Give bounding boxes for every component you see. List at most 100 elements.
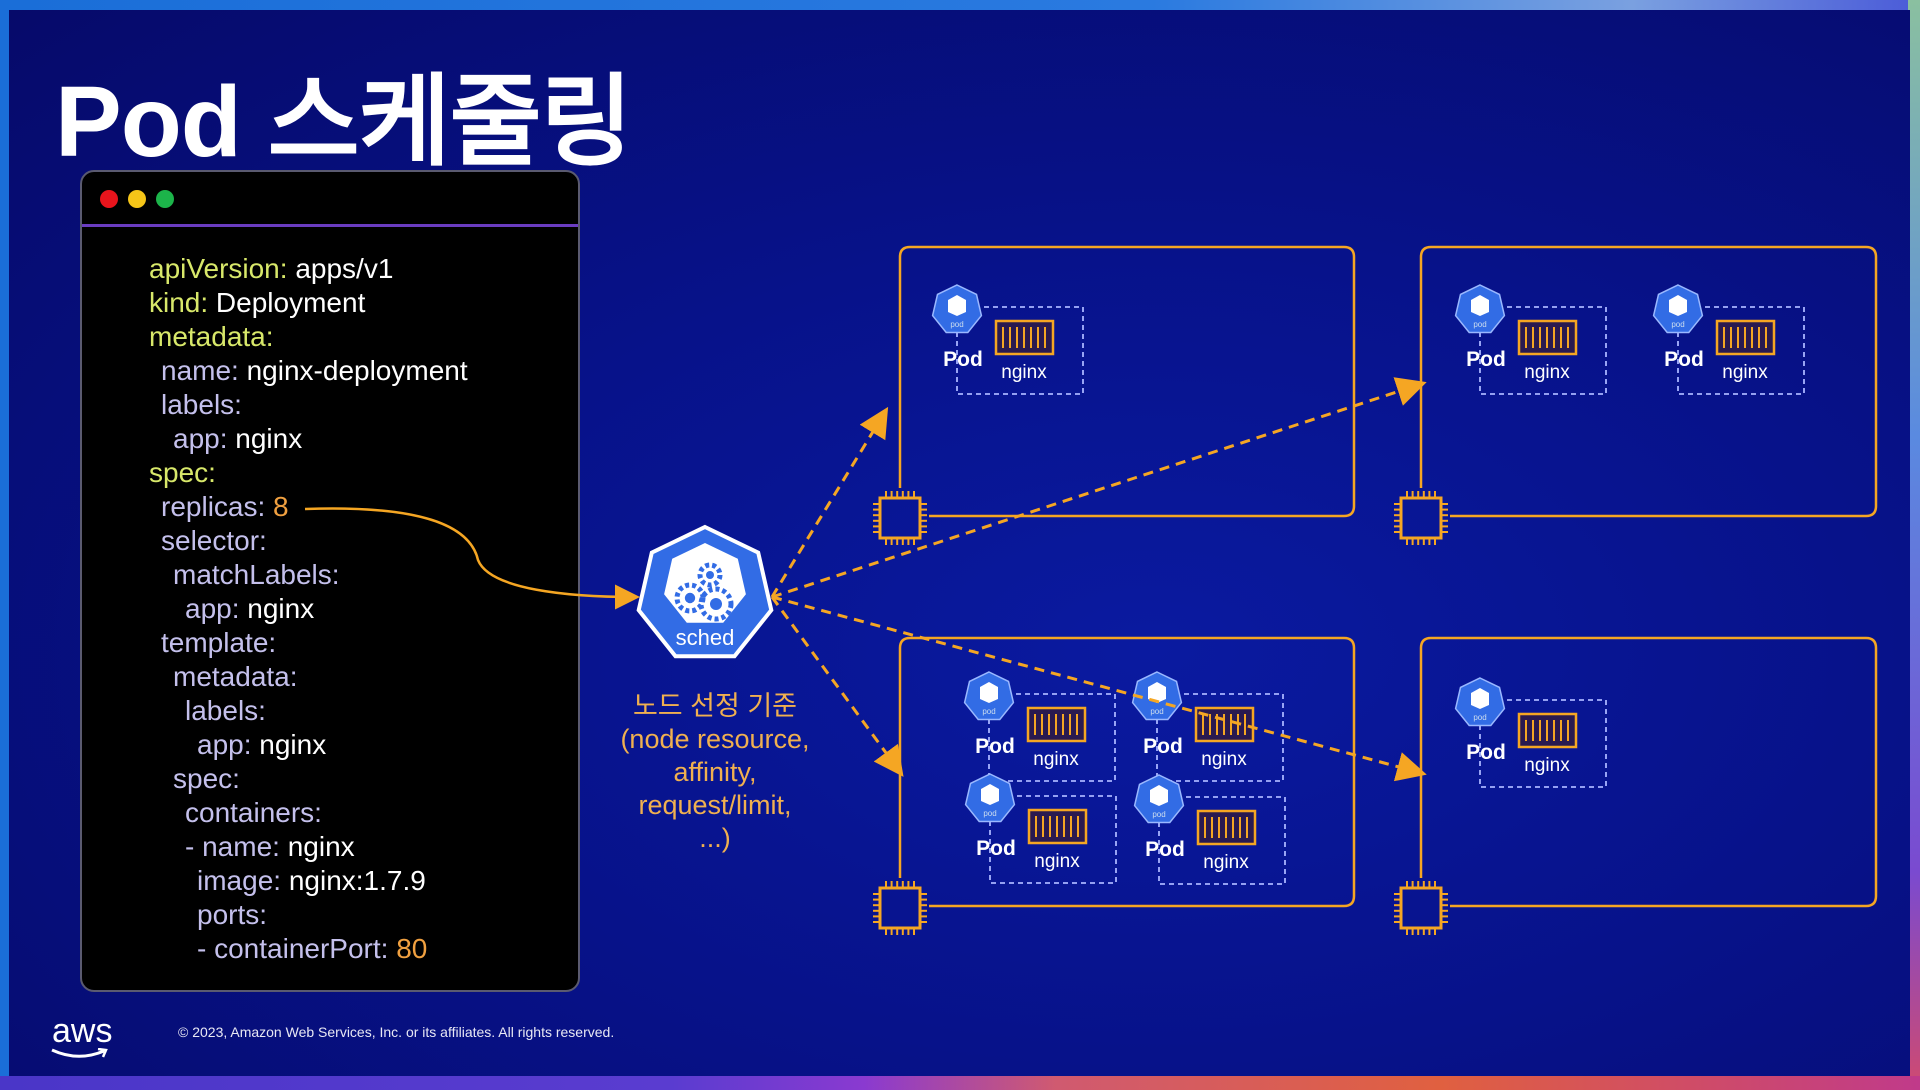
yaml-key: replicas: <box>161 491 266 522</box>
yaml-value: nginx:1.7.9 <box>281 865 426 896</box>
pod-icon-text: pod <box>1671 320 1684 329</box>
pod-label: Pod <box>1664 348 1704 371</box>
yaml-key: app: <box>173 423 228 454</box>
yaml-value: apps/v1 <box>287 253 394 284</box>
cube-icon <box>980 682 998 703</box>
pod-icon-text: pod <box>982 707 995 716</box>
pod-icon-text: pod <box>983 809 996 818</box>
pod-icon-text: pod <box>1152 810 1165 819</box>
code-line: labels: <box>149 388 468 422</box>
aws-logo-text: aws <box>52 1012 113 1050</box>
cube-icon <box>1150 785 1168 806</box>
code-line: app: nginx <box>149 728 468 762</box>
code-line: spec: <box>149 762 468 796</box>
gear-icon <box>674 582 706 614</box>
scheduler-icon: sched <box>636 524 774 659</box>
gear-hub <box>684 592 696 604</box>
yaml-key: labels: <box>161 389 242 420</box>
minimize-dot <box>128 190 146 208</box>
container-icon <box>1517 319 1578 356</box>
cube-icon <box>981 784 999 805</box>
pod-boundary <box>1479 699 1607 788</box>
container-label: nginx <box>1722 362 1768 383</box>
yaml-key: selector: <box>161 525 267 556</box>
node-border <box>898 245 1356 518</box>
window-titlebar <box>82 172 578 227</box>
replicas-arrow <box>304 507 640 610</box>
yaml-key: spec: <box>173 763 240 794</box>
gear-icon <box>697 562 723 588</box>
assignment-arrow <box>771 595 1427 782</box>
cube-icon <box>1148 682 1166 703</box>
code-line: spec: <box>149 456 468 490</box>
yaml-value: nginx <box>227 423 303 454</box>
code-line: name: nginx-deployment <box>149 354 468 388</box>
container-label: nginx <box>1203 852 1249 873</box>
yaml-key: labels: <box>185 695 266 726</box>
copyright: © 2023, Amazon Web Services, Inc. or its… <box>178 1024 615 1040</box>
yaml-key: kind: <box>149 287 209 318</box>
maximize-dot <box>156 190 174 208</box>
aws-smile-icon <box>51 1048 108 1058</box>
code-line: replicas: 8 <box>149 490 468 524</box>
code-line: matchLabels: <box>149 558 468 592</box>
ec2-chip-icon <box>1394 881 1448 935</box>
yaml-value: Deployment <box>208 287 366 318</box>
code-line: containers: <box>149 796 468 830</box>
code-line: labels: <box>149 694 468 728</box>
criteria-line: ...) <box>699 823 731 853</box>
pod-boundary <box>989 795 1117 884</box>
worker-node: podPodnginxpodPodnginxpodPodnginxpodPodn… <box>873 636 1356 935</box>
yaml-key: name: <box>161 355 239 386</box>
yaml-key: matchLabels: <box>173 559 340 590</box>
node-border <box>898 636 1356 908</box>
pod-label: Pod <box>976 837 1016 860</box>
selection-criteria: 노드 선정 기준 (node resource, affinity, reque… <box>600 690 830 855</box>
cube-icon <box>948 295 966 316</box>
chip-body <box>1399 886 1443 930</box>
container-label: nginx <box>1001 362 1047 383</box>
code-line: apiVersion: apps/v1 <box>149 252 468 286</box>
code-line: image: nginx:1.7.9 <box>149 864 468 898</box>
pod-icon-text: pod <box>950 320 963 329</box>
criteria-line: (node resource, <box>620 724 810 754</box>
code-line: app: nginx <box>149 422 468 456</box>
code-line: kind: Deployment <box>149 286 468 320</box>
code-line: app: nginx <box>149 592 468 626</box>
yaml-key: image: <box>197 865 282 896</box>
assignment-arrow <box>770 596 904 777</box>
pod-label: Pod <box>1466 741 1506 764</box>
yaml-key: spec: <box>149 457 216 488</box>
pod-icon-text: pod <box>1150 707 1163 716</box>
cube-icon <box>1471 688 1489 709</box>
pod-label: Pod <box>1145 838 1185 861</box>
assignment-arrow <box>771 377 1427 599</box>
ec2-chip-icon <box>873 881 927 935</box>
pod-icon-text: pod <box>1473 320 1486 329</box>
code-line: selector: <box>149 524 468 558</box>
gear-hub <box>710 598 722 610</box>
code-line: metadata: <box>149 320 468 354</box>
code-line: metadata: <box>149 660 468 694</box>
yaml-value: nginx-deployment <box>238 355 468 386</box>
yaml-value: nginx <box>251 729 327 760</box>
frame-edge <box>0 1076 1920 1090</box>
node-border <box>1419 636 1878 908</box>
yaml-key: app: <box>185 593 240 624</box>
code-line: - name: nginx <box>149 830 468 864</box>
aws-logo: aws <box>51 1012 113 1058</box>
yaml-key: metadata: <box>173 661 298 692</box>
chip-body <box>878 496 922 540</box>
yaml-key: apiVersion: <box>149 253 288 284</box>
